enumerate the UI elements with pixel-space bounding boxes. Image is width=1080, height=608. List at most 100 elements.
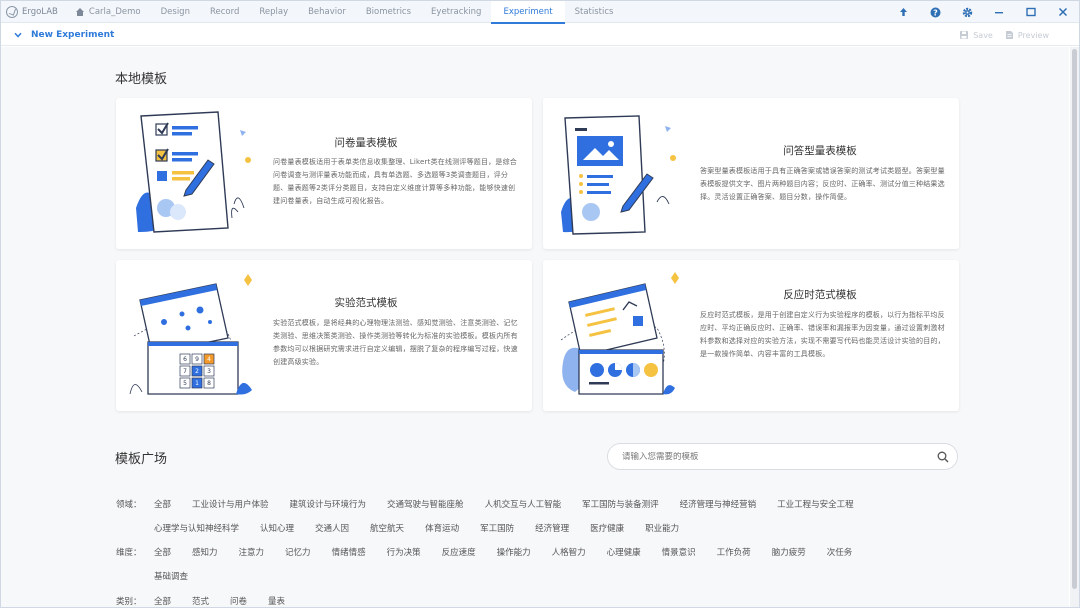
domain-filter-chip[interactable]: 人机交互与人工智能 bbox=[484, 500, 562, 510]
save-icon bbox=[960, 31, 969, 39]
tab-label: Design bbox=[160, 6, 190, 17]
card-description: 实验范式模板，是将经典的心理物理法测验、感知觉测验、注意类测验、记忆类测验、思维… bbox=[273, 319, 518, 366]
svg-text:9: 9 bbox=[195, 356, 199, 363]
header-actions: Save Preview bbox=[947, 24, 1049, 46]
dimension-filter-chip[interactable]: 人格智力 bbox=[551, 548, 586, 558]
card-title: 反应时范式模板 bbox=[783, 289, 857, 301]
save-label: Save bbox=[973, 30, 993, 40]
domain-filter-chip[interactable]: 工业工程与安全工程 bbox=[777, 500, 854, 510]
dimension-filter-chip[interactable]: 情绪情感 bbox=[331, 548, 366, 558]
dimension-filter-chip[interactable]: 注意力 bbox=[238, 548, 265, 558]
tab-label: Record bbox=[209, 6, 240, 17]
dimension-filter-chip[interactable]: 操作能力 bbox=[496, 548, 531, 558]
domain-filter-chip[interactable]: 体育运动 bbox=[425, 524, 460, 534]
dimension-filter-chip[interactable]: 感知力 bbox=[192, 548, 218, 558]
dimension-filter-chip[interactable]: 全部 bbox=[154, 548, 172, 558]
svg-text:6: 6 bbox=[183, 356, 187, 363]
svg-text:5: 5 bbox=[183, 380, 187, 387]
app-name: ErgoLAB bbox=[22, 6, 58, 17]
domain-filter-chip[interactable]: 交通人因 bbox=[315, 524, 350, 534]
local-templates-heading: 本地模板 bbox=[115, 72, 168, 87]
chevron-down-icon[interactable] bbox=[14, 32, 22, 38]
card-title: 问答型量表模板 bbox=[783, 145, 857, 157]
preview-button[interactable]: Preview bbox=[1005, 30, 1049, 40]
tab-label: Eyetracking bbox=[431, 6, 482, 17]
template-search-box[interactable] bbox=[607, 443, 958, 470]
app-logo[interactable]: ErgoLAB bbox=[6, 1, 58, 23]
template-card-reaction-time[interactable]: 反应时范式模板 反应时范式模板，是用于创建自定义行为实验程序的模板，以行为指标平… bbox=[543, 260, 959, 411]
domain-filter-chip[interactable]: 医疗健康 bbox=[590, 524, 625, 534]
settings-icon[interactable] bbox=[951, 1, 983, 23]
qa-scale-illustration bbox=[561, 115, 676, 235]
tab-record[interactable]: Record bbox=[200, 1, 249, 23]
svg-text:1: 1 bbox=[195, 380, 199, 387]
scrollbar-thumb[interactable] bbox=[1072, 49, 1077, 589]
card-description: 答案型量表模板适用于具有正确答案或错误答案的测试考试类题型。答案型量表模板提供文… bbox=[700, 167, 945, 201]
category-filter-chip[interactable]: 量表 bbox=[268, 597, 286, 607]
dimension-filter-chip[interactable]: 次任务 bbox=[826, 548, 853, 558]
dimension-filter-chip[interactable]: 心理健康 bbox=[606, 548, 641, 558]
tab-label: Experiment bbox=[503, 6, 553, 17]
save-button[interactable]: Save bbox=[959, 30, 993, 40]
template-search-input[interactable] bbox=[622, 451, 922, 462]
domain-filter-chip[interactable]: 职业能力 bbox=[645, 524, 680, 534]
vertical-scrollbar[interactable] bbox=[1070, 47, 1079, 607]
domain-filter-label: 领域： bbox=[116, 500, 142, 510]
tab-label: Biometrics bbox=[365, 6, 412, 17]
template-card-qa-scale[interactable]: 问答型量表模板 答案型量表模板适用于具有正确答案或错误答案的测试考试类题型。答案… bbox=[543, 98, 959, 249]
dimension-filter-list: 全部 感知力 注意力 记忆力 情绪情感 行为决策 反应速度 操作能力 人格智力 心理健康 情景意识 工… bbox=[154, 546, 914, 594]
dimension-filter-chip[interactable]: 情景意识 bbox=[661, 548, 696, 558]
svg-text:7: 7 bbox=[183, 368, 187, 375]
domain-filter-chip[interactable]: 心理学与认知神经科学 bbox=[154, 524, 240, 534]
preview-icon bbox=[1005, 31, 1013, 39]
upload-arrow-icon[interactable] bbox=[887, 1, 919, 23]
reaction-time-illustration bbox=[560, 272, 679, 395]
svg-text:?: ? bbox=[933, 8, 938, 17]
svg-text:2: 2 bbox=[195, 368, 199, 375]
category-filter-list: 全部 范式 问卷 量表 bbox=[154, 595, 914, 607]
search-icon[interactable] bbox=[937, 451, 949, 463]
domain-filter-chip[interactable]: 交通驾驶与智能座舱 bbox=[387, 500, 464, 510]
dimension-filter-chip[interactable]: 行为决策 bbox=[386, 548, 421, 558]
tab-replay[interactable]: Replay bbox=[249, 1, 298, 23]
category-filter-chip[interactable]: 问卷 bbox=[230, 597, 248, 607]
domain-filter-chip[interactable]: 认知心理 bbox=[260, 524, 295, 534]
minimize-icon[interactable] bbox=[983, 1, 1015, 23]
questionnaire-illustration bbox=[136, 111, 251, 233]
tab-behavior[interactable]: Behavior bbox=[298, 1, 356, 23]
dimension-filter-chip[interactable]: 反应速度 bbox=[441, 548, 476, 558]
dimension-filter-label: 维度： bbox=[116, 548, 142, 558]
domain-filter-chip[interactable]: 军工国防与装备测评 bbox=[582, 500, 659, 510]
domain-filter-chip[interactable]: 工业设计与用户体验 bbox=[192, 500, 269, 510]
svg-text:4: 4 bbox=[207, 356, 211, 363]
tab-biometrics[interactable]: Biometrics bbox=[356, 1, 421, 23]
domain-filter-chip[interactable]: 经济管理与神经营销 bbox=[679, 500, 757, 510]
svg-text:8: 8 bbox=[207, 380, 211, 387]
category-filter-chip[interactable]: 全部 bbox=[154, 597, 172, 607]
tab-design[interactable]: Design bbox=[151, 1, 200, 23]
dimension-filter-chip[interactable]: 基础调查 bbox=[154, 572, 189, 582]
domain-filter-chip[interactable]: 建筑设计与环境行为 bbox=[289, 500, 367, 510]
dimension-filter-chip[interactable]: 工作负荷 bbox=[716, 548, 751, 558]
category-filter-chip[interactable]: 范式 bbox=[192, 597, 210, 607]
experiment-header-bar: New Experiment Save Preview bbox=[1, 24, 1079, 46]
domain-filter-chip[interactable]: 经济管理 bbox=[535, 524, 570, 534]
help-icon[interactable]: ? bbox=[919, 1, 951, 23]
tab-label: Behavior bbox=[308, 6, 346, 17]
domain-filter-chip[interactable]: 军工国防 bbox=[480, 524, 515, 534]
tab-label: Replay bbox=[259, 6, 289, 17]
close-icon[interactable] bbox=[1047, 1, 1079, 23]
card-description: 问卷量表模板适用于表单类信息收集整理、Likert类在线测评等题目，是综合问卷调… bbox=[273, 158, 517, 205]
template-card-questionnaire[interactable]: 问卷量表模板 问卷量表模板适用于表单类信息收集整理、Likert类在线测评等题目… bbox=[116, 98, 532, 249]
domain-filter-chip[interactable]: 航空航天 bbox=[370, 524, 405, 534]
domain-filter-chip[interactable]: 全部 bbox=[154, 500, 172, 510]
dimension-filter-chip[interactable]: 记忆力 bbox=[285, 548, 311, 558]
tab-statistics[interactable]: Statistics bbox=[565, 1, 624, 23]
tab-project[interactable]: Carla_Demo bbox=[58, 1, 151, 23]
window-controls: ? bbox=[887, 1, 1079, 23]
maximize-icon[interactable] bbox=[1015, 1, 1047, 23]
dimension-filter-chip[interactable]: 脑力疲劳 bbox=[771, 548, 806, 558]
tab-experiment[interactable]: Experiment bbox=[491, 0, 565, 24]
tab-eyetracking[interactable]: Eyetracking bbox=[421, 1, 491, 23]
template-card-paradigm[interactable]: 6 9 4 7 2 3 5 1 8 实验范式模板 实验范式模板，是将经典的心理物… bbox=[116, 260, 532, 411]
